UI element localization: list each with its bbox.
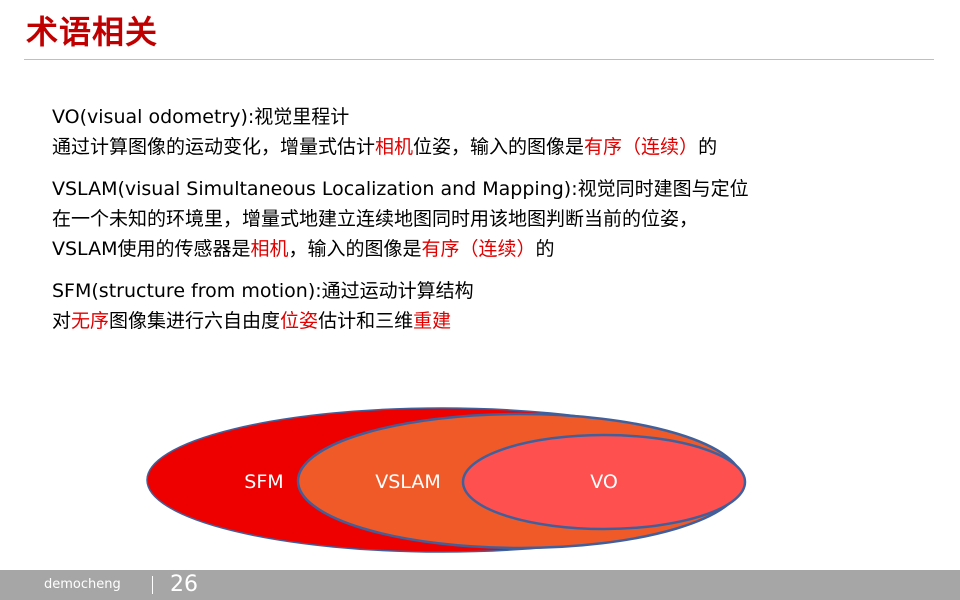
vslam-description-line1: 在一个未知的环境里，增量式地建立连续地图同时用该地图判断当前的位姿， <box>52 208 699 230</box>
sfm-desc-seg: 估计和三维 <box>318 310 414 332</box>
sfm-desc-seg-highlight: 无序 <box>71 310 110 332</box>
vslam-desc-seg-highlight: 有序（连续） <box>421 238 536 260</box>
vo-heading: VO(visual odometry):视觉里程计 <box>52 106 350 128</box>
vo-desc-seg-highlight: 相机 <box>375 136 414 158</box>
vslam-desc-seg-highlight: 相机 <box>250 238 289 260</box>
vo-desc-seg: 的 <box>698 136 718 158</box>
vslam-desc-seg: ，输入的图像是 <box>288 238 422 260</box>
footer-separator <box>152 576 153 594</box>
venn-diagram: SFM VSLAM VO <box>146 407 747 553</box>
vslam-description-line2: VSLAM使用的传感器是相机，输入的图像是有序（连续）的 <box>52 234 932 264</box>
sfm-label: SFM <box>244 471 283 493</box>
vslam-label: VSLAM <box>375 471 440 493</box>
vo-paragraph: VO(visual odometry):视觉里程计 通过计算图像的运动变化，增量… <box>52 102 932 162</box>
slide-content: VO(visual odometry):视觉里程计 通过计算图像的运动变化，增量… <box>52 102 932 348</box>
vo-description: 通过计算图像的运动变化，增量式估计相机位姿，输入的图像是有序（连续）的 <box>52 132 932 162</box>
vo-desc-seg-highlight: 有序（连续） <box>584 136 699 158</box>
vslam-heading: VSLAM(visual Simultaneous Localization a… <box>52 178 749 200</box>
vslam-paragraph: VSLAM(visual Simultaneous Localization a… <box>52 174 932 264</box>
sfm-paragraph: SFM(structure from motion):通过运动计算结构 对无序图… <box>52 276 932 336</box>
sfm-desc-seg-highlight: 重建 <box>413 310 452 332</box>
sfm-desc-seg: 对 <box>52 310 72 332</box>
vslam-desc-seg: 的 <box>535 238 555 260</box>
footer-author: democheng <box>44 577 121 592</box>
title-divider <box>24 59 934 60</box>
sfm-desc-seg-highlight: 位姿 <box>280 310 319 332</box>
sfm-desc-seg: 图像集进行六自由度 <box>109 310 281 332</box>
vo-desc-seg: 通过计算图像的运动变化，增量式估计 <box>52 136 376 158</box>
sfm-description: 对无序图像集进行六自由度位姿估计和三维重建 <box>52 306 932 336</box>
vo-ellipse <box>461 433 747 531</box>
vo-desc-seg: 位姿，输入的图像是 <box>413 136 585 158</box>
vo-label: VO <box>590 471 618 493</box>
vslam-desc-seg: VSLAM使用的传感器是 <box>52 238 251 260</box>
footer-bar: democheng 26 <box>0 570 960 600</box>
page-number: 26 <box>170 572 198 597</box>
sfm-heading: SFM(structure from motion):通过运动计算结构 <box>52 280 474 302</box>
slide-title: 术语相关 <box>26 13 159 51</box>
